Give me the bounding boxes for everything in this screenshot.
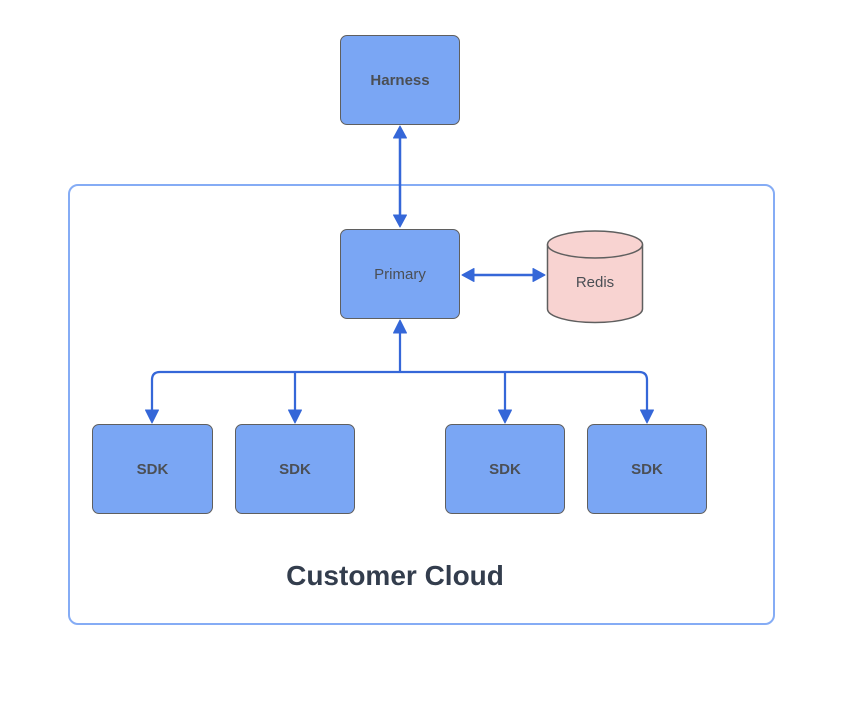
node-sdk-4: SDK	[587, 424, 707, 514]
node-sdk-4-label: SDK	[631, 460, 663, 478]
node-redis-cylinder-shape	[546, 230, 644, 324]
cylinder-body	[546, 244, 644, 324]
node-sdk-3-label: SDK	[489, 460, 521, 478]
node-sdk-1: SDK	[92, 424, 213, 514]
node-primary: Primary	[340, 229, 460, 319]
node-sdk-2: SDK	[235, 424, 355, 514]
node-sdk-3: SDK	[445, 424, 565, 514]
node-harness: Harness	[340, 35, 460, 125]
node-redis-label: Redis	[575, 274, 615, 291]
customer-cloud-title: Customer Cloud	[286, 560, 504, 591]
cylinder-top	[546, 230, 644, 259]
arrowhead-into-harness	[393, 125, 407, 139]
node-primary-label: Primary	[374, 265, 426, 283]
node-sdk-1-label: SDK	[136, 460, 169, 478]
node-sdk-2-label: SDK	[279, 460, 311, 478]
node-harness-label: Harness	[370, 71, 430, 89]
